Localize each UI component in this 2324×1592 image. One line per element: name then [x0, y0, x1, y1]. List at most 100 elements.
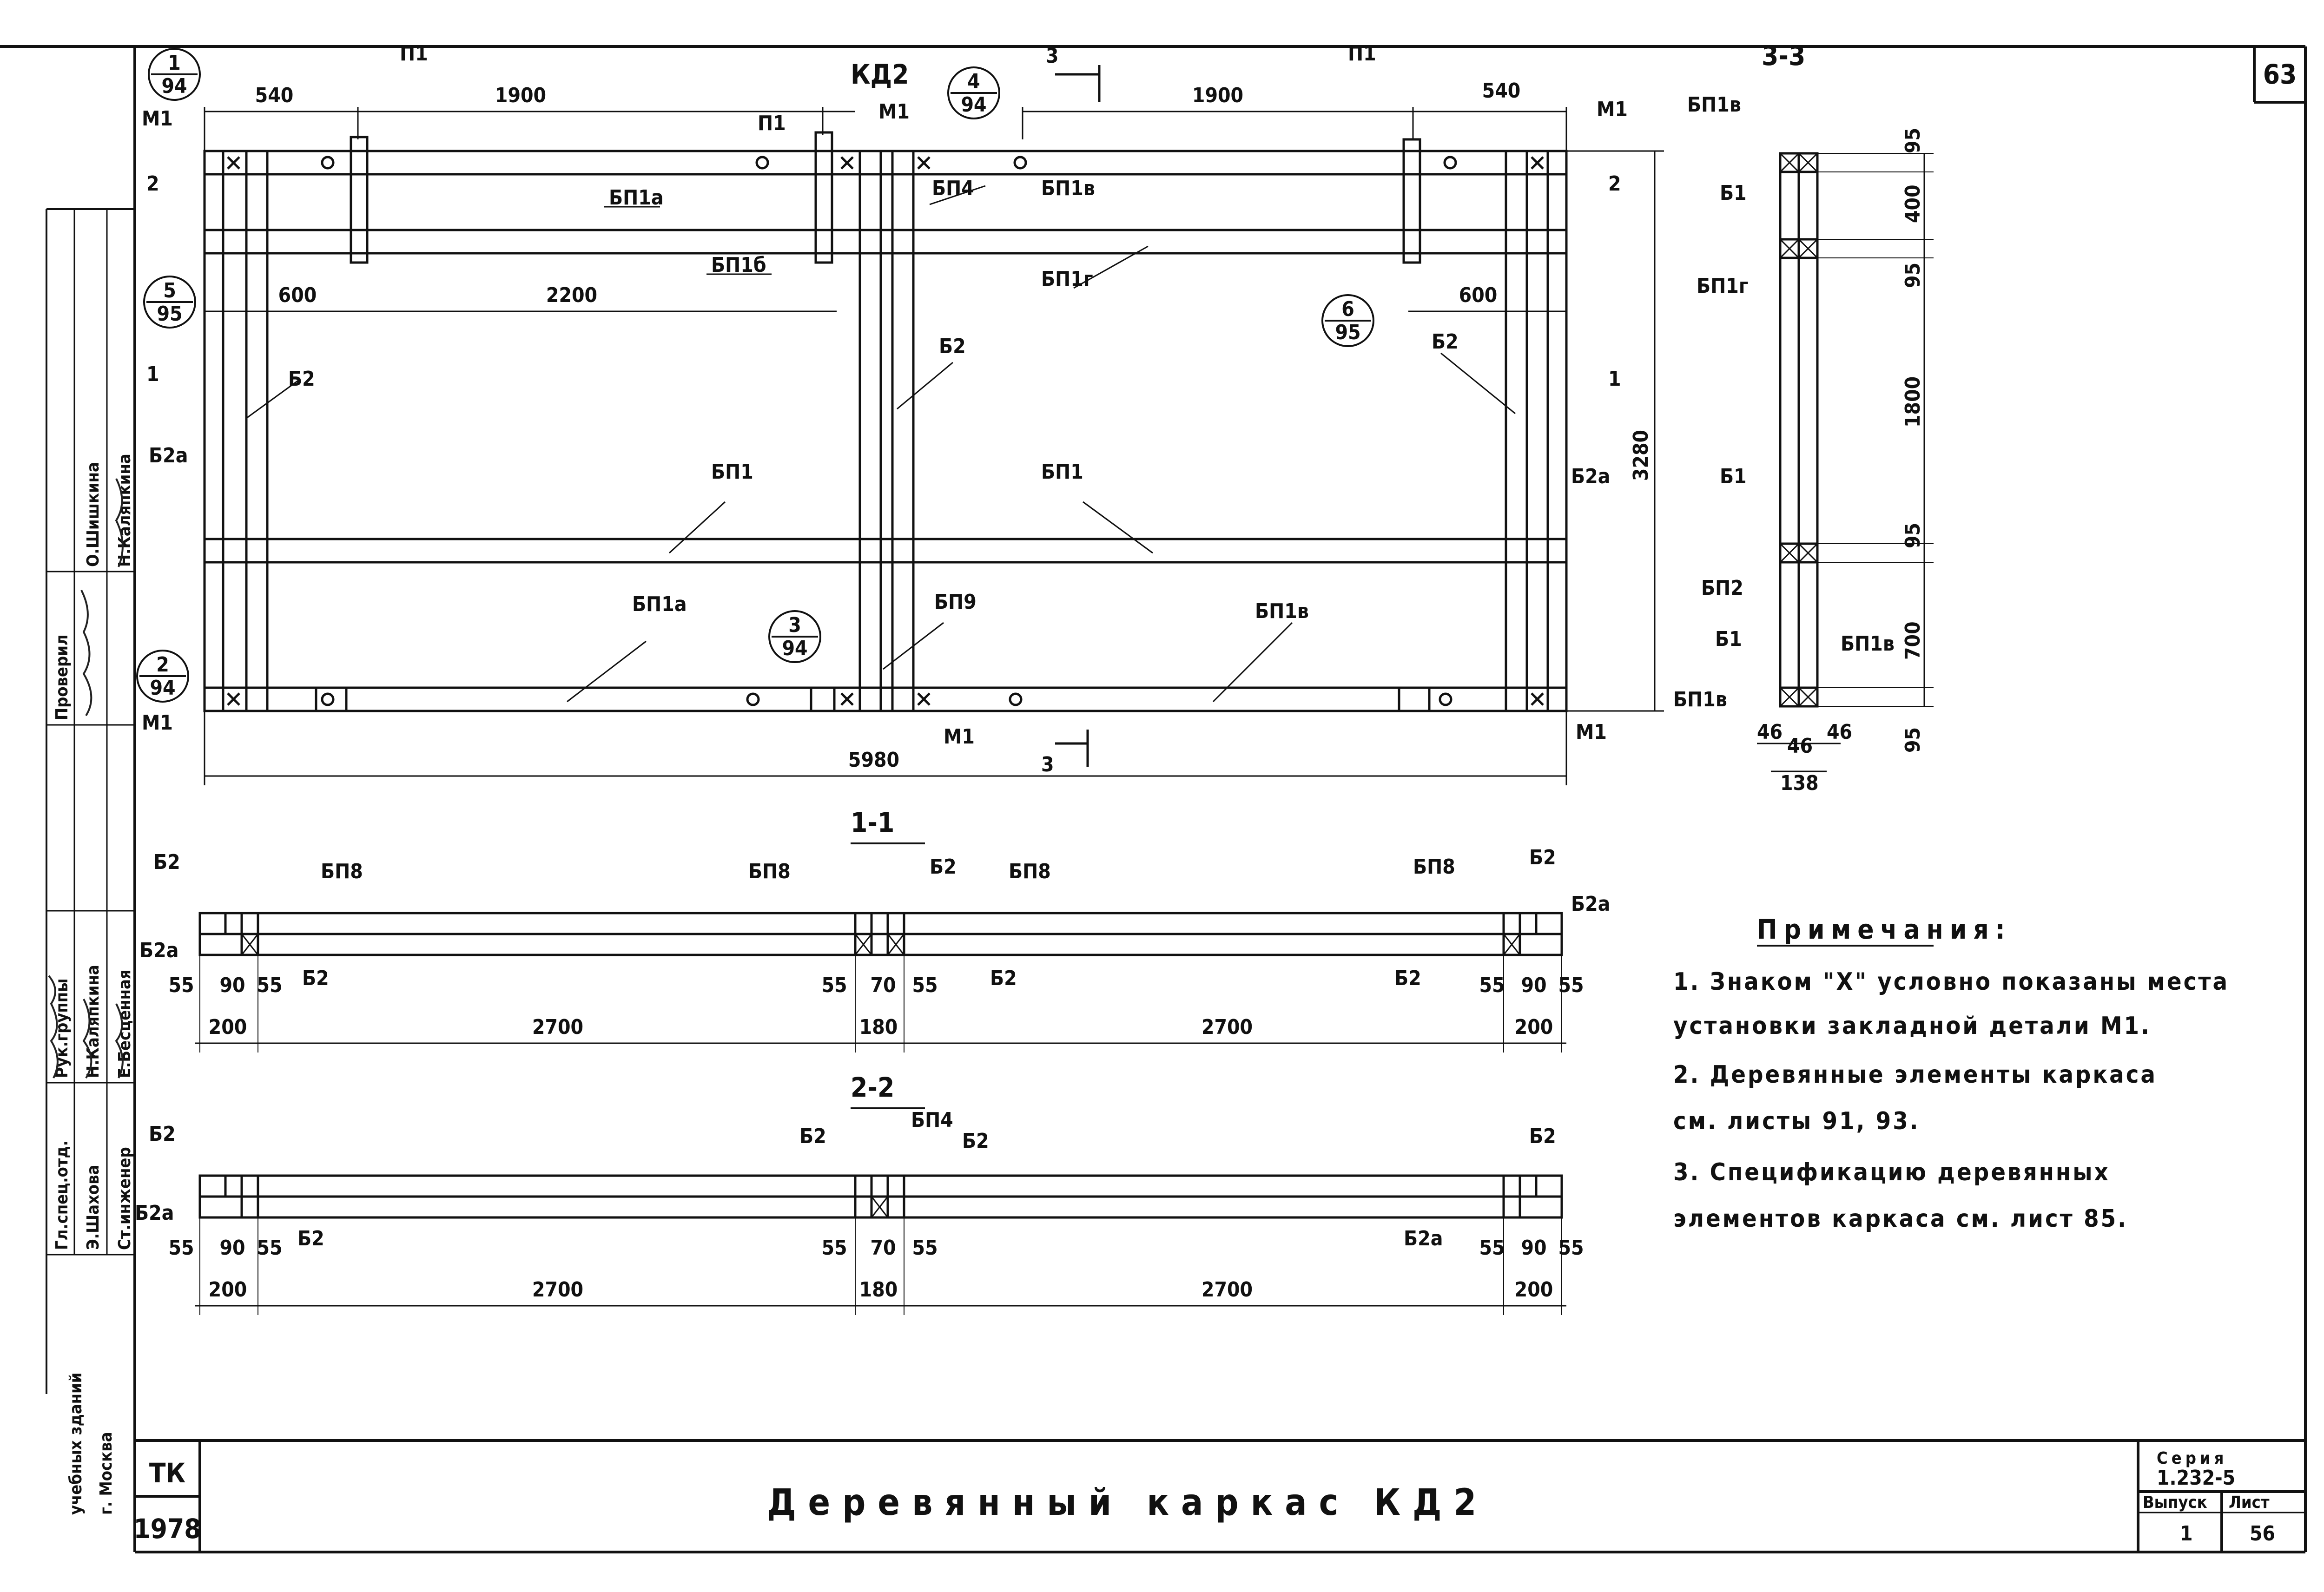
section-33 [1757, 152, 1934, 772]
section-11-labels: 1-1 Б2 Б2а БП8 Б2 БП8 Б2 БП8 Б2 БП8 Б2 Б… [139, 807, 1610, 990]
stamp-caption-1: учебных зданий [66, 1373, 86, 1515]
s22-b2-left [240, 1174, 259, 1219]
s11-label-b2a-l: Б2а [139, 939, 178, 962]
main-dim-labels: 540 1900 1900 540 600 2200 600 5980 3280 [255, 79, 1653, 772]
note-line-2: установки закладной детали М1. [1673, 1012, 2151, 1040]
signature-5 [115, 478, 124, 567]
s22-b2-right [1502, 1174, 1521, 1219]
section-22 [195, 1107, 1566, 1315]
note-line-6: элементов каркаса см. лист 85. [1673, 1205, 2128, 1233]
leader-bp1g [1073, 245, 1149, 289]
label-bp1b: БП1б [711, 253, 766, 277]
label-b2-right: Б2 [1432, 330, 1459, 354]
label-bp9: БП9 [934, 590, 977, 614]
plate-p1-3 [1402, 138, 1421, 264]
note-line-5: 3. Спецификацию деревянных [1673, 1158, 2110, 1186]
s22-label-b2a-l: Б2а [135, 1201, 174, 1225]
callout-2-num: 2 [156, 653, 169, 677]
x-mark-3 [917, 156, 931, 170]
label-bp1-left: БП1 [711, 460, 753, 484]
s11-x-4 [1503, 934, 1521, 955]
label-b2-mid: Б2 [939, 335, 966, 358]
s11-dim-200-l: 200 [209, 1015, 247, 1039]
section-33-vdims: 95 400 95 1800 95 700 95 [1901, 128, 1925, 753]
label-p1-1: П1 [400, 42, 428, 66]
s33-hdim-b: 46 [1787, 734, 1813, 758]
main-dimensions [204, 65, 1664, 785]
view-mark-kd2: КД2 [851, 59, 909, 90]
s11-label-b2-r: Б2 [1529, 846, 1556, 869]
s11-dim-55-6: 55 [1558, 974, 1584, 997]
title-block: ТК 1978 Деревянный каркас КД2 Серия 1.23… [133, 1449, 2275, 1546]
s22-dim-55-3: 55 [821, 1236, 847, 1260]
callout-4-num: 4 [967, 70, 980, 93]
signatures [48, 478, 124, 1079]
s33-hdim-a: 46 [1757, 720, 1783, 744]
stamp-texts: Гл.спец.отд. Э.Шахова Рук.группы Н.Каляп… [53, 454, 134, 1515]
s11-x-3 [887, 934, 905, 955]
s22-label-b2-m: Б2 [799, 1125, 826, 1148]
s33-label-5: БП2 [1701, 576, 1743, 600]
label-bp1v-top: БП1в [1041, 177, 1095, 200]
tb-title: Деревянный каркас КД2 [767, 1482, 1488, 1524]
main-frame-labels: КД2 БП1а БП1б БП4 БП1в БП1г Б2 Б2а Б2 Б2… [142, 42, 1628, 776]
dim-label-600-right: 600 [1459, 283, 1498, 307]
signature-1 [48, 975, 59, 1079]
stamp-name-2: Н.Каляпкина [84, 965, 103, 1078]
sec-mark-2-right: 2 [1608, 172, 1621, 196]
x-mark-8 [1531, 692, 1544, 706]
label-bp1a-top: БП1а [609, 186, 664, 210]
tb-sheet-label: Лист [2229, 1493, 2270, 1512]
s33-vdim-4: 1800 [1901, 376, 1925, 428]
s11-dim-2700-l: 2700 [532, 1015, 583, 1039]
label-bp1a-bottom: БП1а [632, 592, 687, 616]
s33-x-4 [1779, 687, 1818, 707]
plate-p1-2 [814, 131, 833, 264]
label-b2a-left: Б2а [149, 444, 188, 467]
callout-2-sheet: 94 [150, 676, 175, 700]
leader-b2-right [1440, 352, 1516, 414]
dim-label-3280: 3280 [1629, 430, 1653, 481]
x-mark-4 [1531, 156, 1544, 170]
stamp-name-4: Н.Каляпкина [115, 454, 134, 567]
section-22-dims: 55 90 55 55 70 55 55 90 55 200 2700 180 … [168, 1236, 1584, 1302]
s11-dim-55-1: 55 [168, 974, 194, 997]
s11-dim-55-2: 55 [257, 974, 282, 997]
s33-vdim-5: 95 [1901, 523, 1925, 548]
s11-label-b2-m2: Б2 [990, 967, 1017, 990]
s11-label-b2a-r: Б2а [1571, 892, 1610, 916]
hole-3 [1013, 156, 1027, 170]
frame-outline [203, 150, 1568, 712]
s22-dim-55-4: 55 [912, 1236, 938, 1260]
s11-label-b2-l: Б2 [153, 850, 180, 874]
section-11 [195, 842, 1566, 1053]
stamp-name-5: О.Шишкина [84, 462, 103, 567]
sheet-code: 63 [2263, 59, 2297, 90]
tb-sheet-value: 56 [2250, 1522, 2275, 1546]
tb-issue-value: 1 [2180, 1522, 2193, 1546]
hole-4 [1443, 156, 1457, 170]
label-m1-tl: М1 [142, 107, 173, 131]
stamp-caption-2: г. Москва [97, 1432, 116, 1515]
s33-vdim-7: 95 [1901, 727, 1925, 753]
s33-hdim-total: 138 [1780, 771, 1819, 795]
s33-hdim-c: 46 [1827, 720, 1852, 744]
s33-x-2 [1779, 238, 1818, 259]
s22-dim-90-2: 90 [1521, 1236, 1546, 1260]
x-mark-7 [917, 692, 931, 706]
callout-1-sheet: 94 [161, 74, 187, 98]
s33-vdim-1: 95 [1901, 128, 1925, 153]
s22-label-b2-m2: Б2 [962, 1129, 989, 1153]
s22-dim-55-2: 55 [257, 1236, 282, 1260]
label-p1-3: П1 [1348, 42, 1376, 66]
s22-b2a-left [198, 1174, 227, 1198]
stamp-role-3: Ст.инженер [115, 1147, 134, 1250]
callout-5-num: 5 [163, 279, 176, 303]
s11-title: 1-1 [851, 807, 894, 838]
block-bottom-1 [315, 686, 348, 712]
label-m1-br: М1 [1576, 720, 1607, 744]
s33-vdim-3: 95 [1901, 263, 1925, 288]
tb-series-label: Серия [2157, 1449, 2227, 1468]
dim-label-600-left: 600 [278, 283, 317, 307]
